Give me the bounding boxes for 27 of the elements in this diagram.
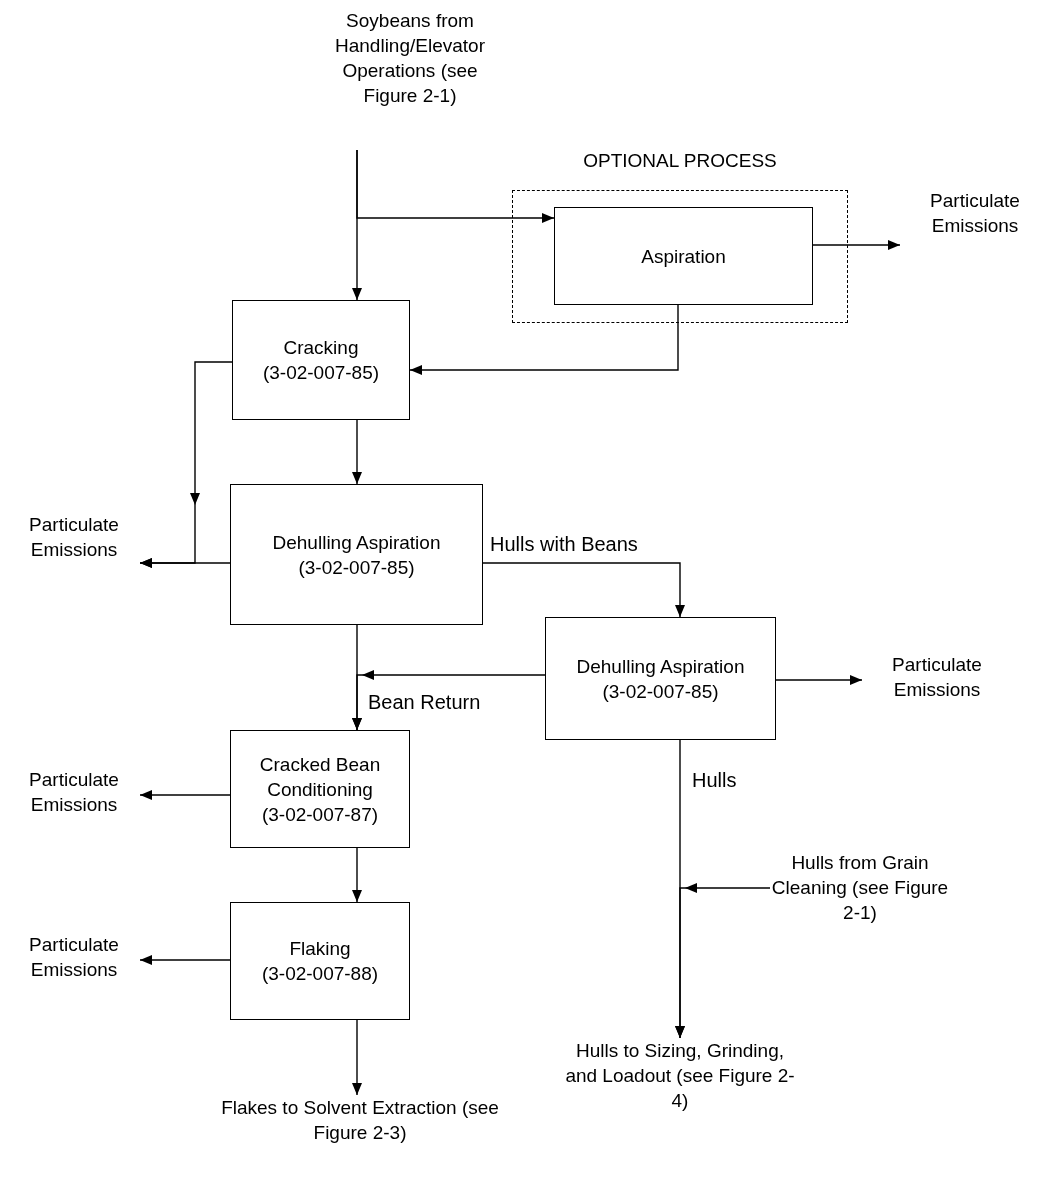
stream-label: Particulate Emissions: [929, 189, 1021, 238]
group-heading: OPTIONAL PROCESS: [582, 149, 778, 173]
stream-label: Hulls from Grain Cleaning (see Figure 2-1): [770, 851, 950, 925]
process-name: Dehulling Aspiration: [272, 530, 441, 555]
process-name: Aspiration: [641, 244, 726, 269]
process-box: [230, 484, 483, 625]
process-code: (3-02-007-88): [261, 962, 379, 986]
process-box: [232, 300, 410, 420]
process-name: Flaking: [289, 937, 351, 961]
process-box: [545, 617, 776, 740]
process-name: Dehulling Aspiration: [576, 654, 745, 679]
stream-label: Flakes to Solvent Extraction (see Figure 2-3): [220, 1096, 500, 1145]
process-code: (3-02-007-85): [298, 555, 415, 580]
stream-label: Particulate Emissions: [28, 933, 120, 982]
process-name: Cracked Bean Conditioning: [258, 752, 382, 802]
process-code: (3-02-007-87): [261, 802, 379, 827]
stream-label: Particulate Emissions: [28, 513, 120, 562]
process-code: (3-02-007-85): [602, 679, 719, 704]
process-name: Cracking: [283, 336, 359, 360]
stream-label: Hulls to Sizing, Grinding, and Loadout (see Figure 2-4): [564, 1039, 796, 1113]
process-code: (3-02-007-85): [262, 361, 380, 385]
stream-label: Particulate Emissions: [28, 768, 120, 817]
stream-label: Particulate Emissions: [891, 653, 983, 702]
process-box: [230, 730, 410, 848]
process-box: [554, 207, 813, 305]
stream-label: Soybeans from Handling/Elevator Operations (see Figure 2-1): [334, 9, 486, 108]
process-box: [230, 902, 410, 1020]
